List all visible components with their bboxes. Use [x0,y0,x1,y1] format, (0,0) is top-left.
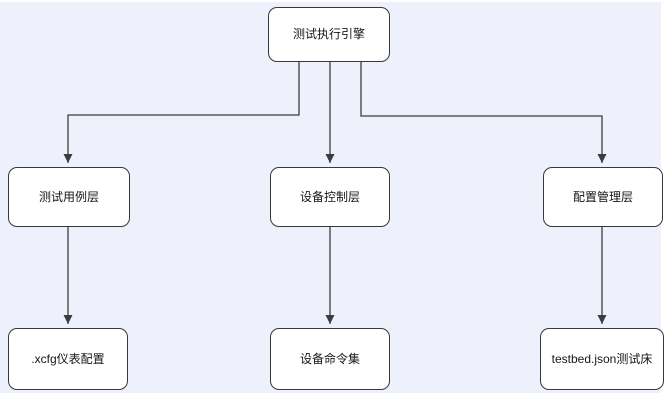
node-testbed-json[interactable]: testbed.json测试床 [540,328,664,390]
node-label: 设备命令集 [299,351,360,366]
node-label: 设备控制层 [299,189,360,204]
node-test-execution-engine[interactable]: 测试执行引擎 [268,7,390,62]
node-label: 配置管理层 [572,189,633,204]
node-xcfg-instrument-config[interactable]: .xcfg仪表配置 [8,328,128,390]
node-config-management-layer[interactable]: 配置管理层 [543,167,663,227]
node-label: 测试执行引擎 [292,27,365,42]
node-device-control-layer[interactable]: 设备控制层 [270,167,390,227]
node-label: .xcfg仪表配置 [31,351,105,366]
node-device-command-set[interactable]: 设备命令集 [270,328,390,390]
node-label: 测试用例层 [38,189,99,204]
node-test-case-layer[interactable]: 测试用例层 [8,167,130,227]
node-label: testbed.json测试床 [551,351,653,366]
